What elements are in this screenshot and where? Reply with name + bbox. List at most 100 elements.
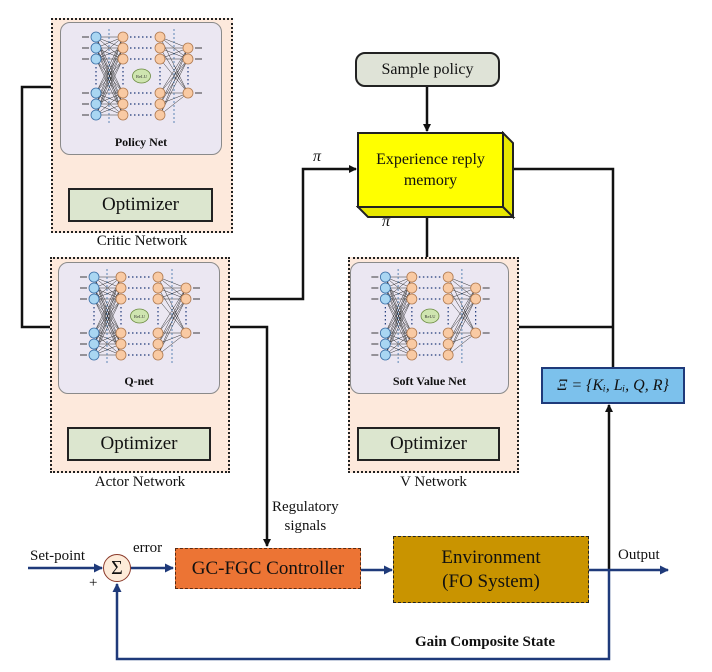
output-node <box>470 282 482 294</box>
input-node <box>379 327 391 339</box>
input-node <box>90 42 102 54</box>
hidden-node <box>154 87 166 99</box>
controller-box[interactable]: GC-FGC Controller <box>175 548 361 589</box>
regulatory-signals-wire <box>219 325 271 547</box>
relu-icon <box>420 308 440 324</box>
input-node <box>90 31 102 43</box>
soft-value-net-box[interactable]: ReLU Soft Value Net <box>350 262 509 394</box>
input-node <box>379 349 391 361</box>
hidden-node <box>117 98 129 110</box>
hidden-node <box>442 271 454 283</box>
output-node <box>180 293 192 305</box>
neural-network-icon: ReLU <box>82 29 202 123</box>
output-node <box>182 53 194 65</box>
hidden-node <box>152 327 164 339</box>
hidden-node <box>406 282 418 294</box>
output-label: Output <box>618 547 660 563</box>
hidden-node <box>442 282 454 294</box>
regulatory-signals-label: Regulatory signals <box>272 498 339 536</box>
input-node <box>379 338 391 350</box>
relu-icon <box>130 308 149 324</box>
hidden-node <box>154 42 166 54</box>
input-node <box>88 349 100 361</box>
hidden-node <box>115 293 127 305</box>
feedback-label: Gain Composite State <box>415 634 555 650</box>
sum-icon: Σ <box>111 556 123 579</box>
relu-label: ReLU <box>425 314 437 319</box>
q-net-box[interactable]: ReLU Q-net <box>58 262 220 394</box>
hidden-node <box>115 282 127 294</box>
controller-label: GC-FGC Controller <box>191 557 345 579</box>
hidden-node <box>115 327 127 339</box>
regulatory-line2: signals <box>284 518 327 534</box>
environment-box[interactable]: Environment (FO System) <box>393 536 589 603</box>
hidden-node <box>442 349 454 361</box>
hidden-node <box>115 338 127 350</box>
memory-label-line1: Experience reply <box>376 151 485 168</box>
input-node <box>88 338 100 350</box>
relu-label: ReLU <box>136 74 148 79</box>
v-network-label: V Network <box>400 474 467 490</box>
pi-label-left: π <box>313 148 322 165</box>
optimizer-label: Optimizer <box>389 433 468 454</box>
hidden-node <box>117 42 129 54</box>
input-node <box>379 271 391 283</box>
actor-network-label: Actor Network <box>94 474 186 490</box>
hidden-node <box>154 31 166 43</box>
hidden-node <box>442 338 454 350</box>
soft-value-net-label: Soft Value Net <box>392 374 467 388</box>
critic-network-label: Critic Network <box>96 233 188 249</box>
hidden-node <box>152 282 164 294</box>
summing-junction[interactable]: Σ <box>103 554 131 582</box>
v-optimizer-box[interactable]: Optimizer <box>357 427 500 461</box>
hidden-node <box>406 327 418 339</box>
output-node <box>180 327 192 339</box>
hidden-node <box>442 293 454 305</box>
input-node <box>90 87 102 99</box>
input-node <box>88 282 100 294</box>
experience-memory-box[interactable]: Experience reply memory <box>357 132 504 208</box>
actor-optimizer-box[interactable]: Optimizer <box>67 427 211 461</box>
input-node <box>90 53 102 65</box>
pi-label-bottom: π <box>382 213 391 230</box>
output-node <box>470 293 482 305</box>
sample-policy-label: Sample policy <box>381 60 474 78</box>
hidden-node <box>406 271 418 283</box>
critic-optimizer-box[interactable]: Optimizer <box>68 188 213 222</box>
error-label: error <box>133 540 163 556</box>
hidden-node <box>442 327 454 339</box>
optimizer-label: Optimizer <box>101 194 180 215</box>
hidden-node <box>406 293 418 305</box>
hidden-node <box>115 349 127 361</box>
relu-label: ReLU <box>134 314 146 319</box>
hidden-node <box>406 338 418 350</box>
actor-to-memory-wire <box>229 165 357 301</box>
relu-icon <box>132 68 151 84</box>
environment-line1: Environment <box>441 546 541 568</box>
neural-network-icon: ReLU <box>80 269 200 363</box>
input-node <box>88 327 100 339</box>
input-node <box>379 282 391 294</box>
neural-network-icon: ReLU <box>371 269 490 363</box>
hidden-node <box>154 53 166 65</box>
input-node <box>90 98 102 110</box>
hidden-node <box>152 293 164 305</box>
plus-sign: + <box>89 575 98 591</box>
hidden-node <box>117 31 129 43</box>
hidden-node <box>154 98 166 110</box>
hidden-node <box>152 338 164 350</box>
input-node <box>88 293 100 305</box>
hidden-node <box>117 53 129 65</box>
hidden-node <box>117 109 129 121</box>
policy-net-box[interactable]: ReLU Policy Net <box>60 22 222 155</box>
input-node <box>88 271 100 283</box>
hidden-node <box>152 349 164 361</box>
environment-line2: (FO System) <box>442 570 540 592</box>
sample-policy-box[interactable]: Sample policy <box>355 52 500 87</box>
state-set-box[interactable]: Ξ = {Kᵢ, Lᵢ, Q, R} <box>541 367 685 404</box>
output-node <box>180 282 192 294</box>
input-node <box>90 109 102 121</box>
hidden-node <box>115 271 127 283</box>
policy-net-label: Policy Net <box>114 135 168 149</box>
